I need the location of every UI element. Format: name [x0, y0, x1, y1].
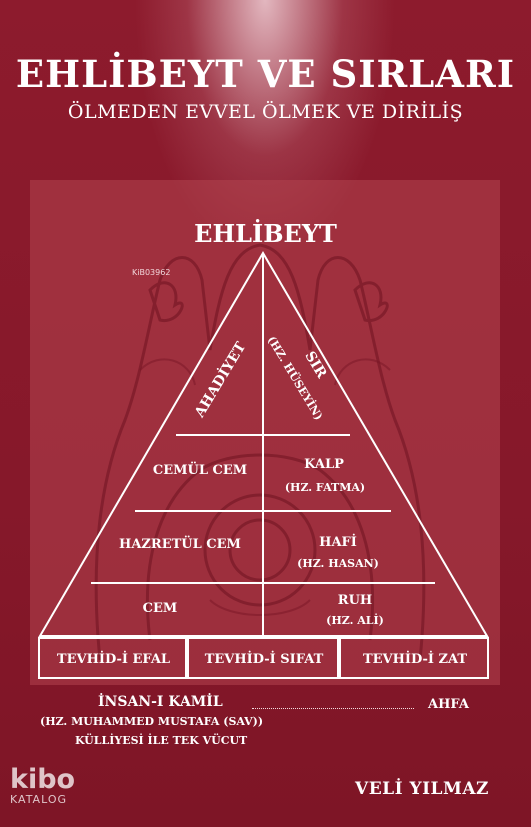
apex-right-title: SIR	[301, 349, 329, 382]
apex-left-label: AHADİYET	[189, 337, 250, 421]
author-name: VELİ YILMAZ	[355, 779, 489, 799]
kibo-logo: kibo KATALOG	[10, 766, 75, 806]
row-3-right-sub: (HZ. ALİ)	[326, 614, 384, 627]
base-box-sifat-label: TEVHİD-İ SIFAT	[204, 652, 324, 667]
ahfa-label: AHFA	[428, 697, 469, 712]
row-1-left: CEMÜL CEM	[152, 463, 248, 478]
hamsa-art-panel	[30, 180, 500, 685]
kibo-logo-sub: KATALOG	[10, 793, 67, 806]
base-box-zat	[339, 637, 489, 679]
row-3-right: RUH	[337, 593, 373, 608]
row-1-right-sub: (HZ. FATMA)	[284, 481, 366, 494]
catalog-code: KiB03962	[132, 268, 171, 277]
book-subtitle: ÖLMEDEN EVVEL ÖLMEK VE DİRİLİŞ	[67, 101, 464, 123]
insan-kamil-line-2: (HZ. MUHAMMED MUSTAFA (SAV))	[40, 715, 264, 728]
row-1-right: KALP	[304, 457, 344, 472]
base-box-efal	[38, 637, 187, 679]
base-box-efal-label: TEVHİD-İ EFAL	[56, 652, 171, 667]
book-title: EHLİBEYT VE SIRLARI	[15, 52, 516, 96]
insan-kamil-line-3: KÜLLİYESİ İLE TEK VÜCUT	[75, 734, 248, 747]
row-2-right-sub: (HZ. HASAN)	[297, 557, 379, 570]
diagram-heading: EHLİBEYT	[194, 219, 337, 248]
row-3-left: CEM	[142, 601, 178, 616]
insan-kamil-label: İNSAN-I KAMİL	[98, 694, 223, 710]
base-box-zat-label: TEVHİD-İ ZAT	[362, 652, 468, 667]
row-2-left: HAZRETÜL CEM	[119, 537, 241, 552]
kibo-logo-main: kibo	[10, 764, 76, 795]
hamsa-illustration	[94, 243, 426, 661]
row-2-right: HAFİ	[319, 535, 357, 550]
base-box-sifat	[187, 637, 339, 679]
dotted-leader-line	[252, 708, 414, 709]
